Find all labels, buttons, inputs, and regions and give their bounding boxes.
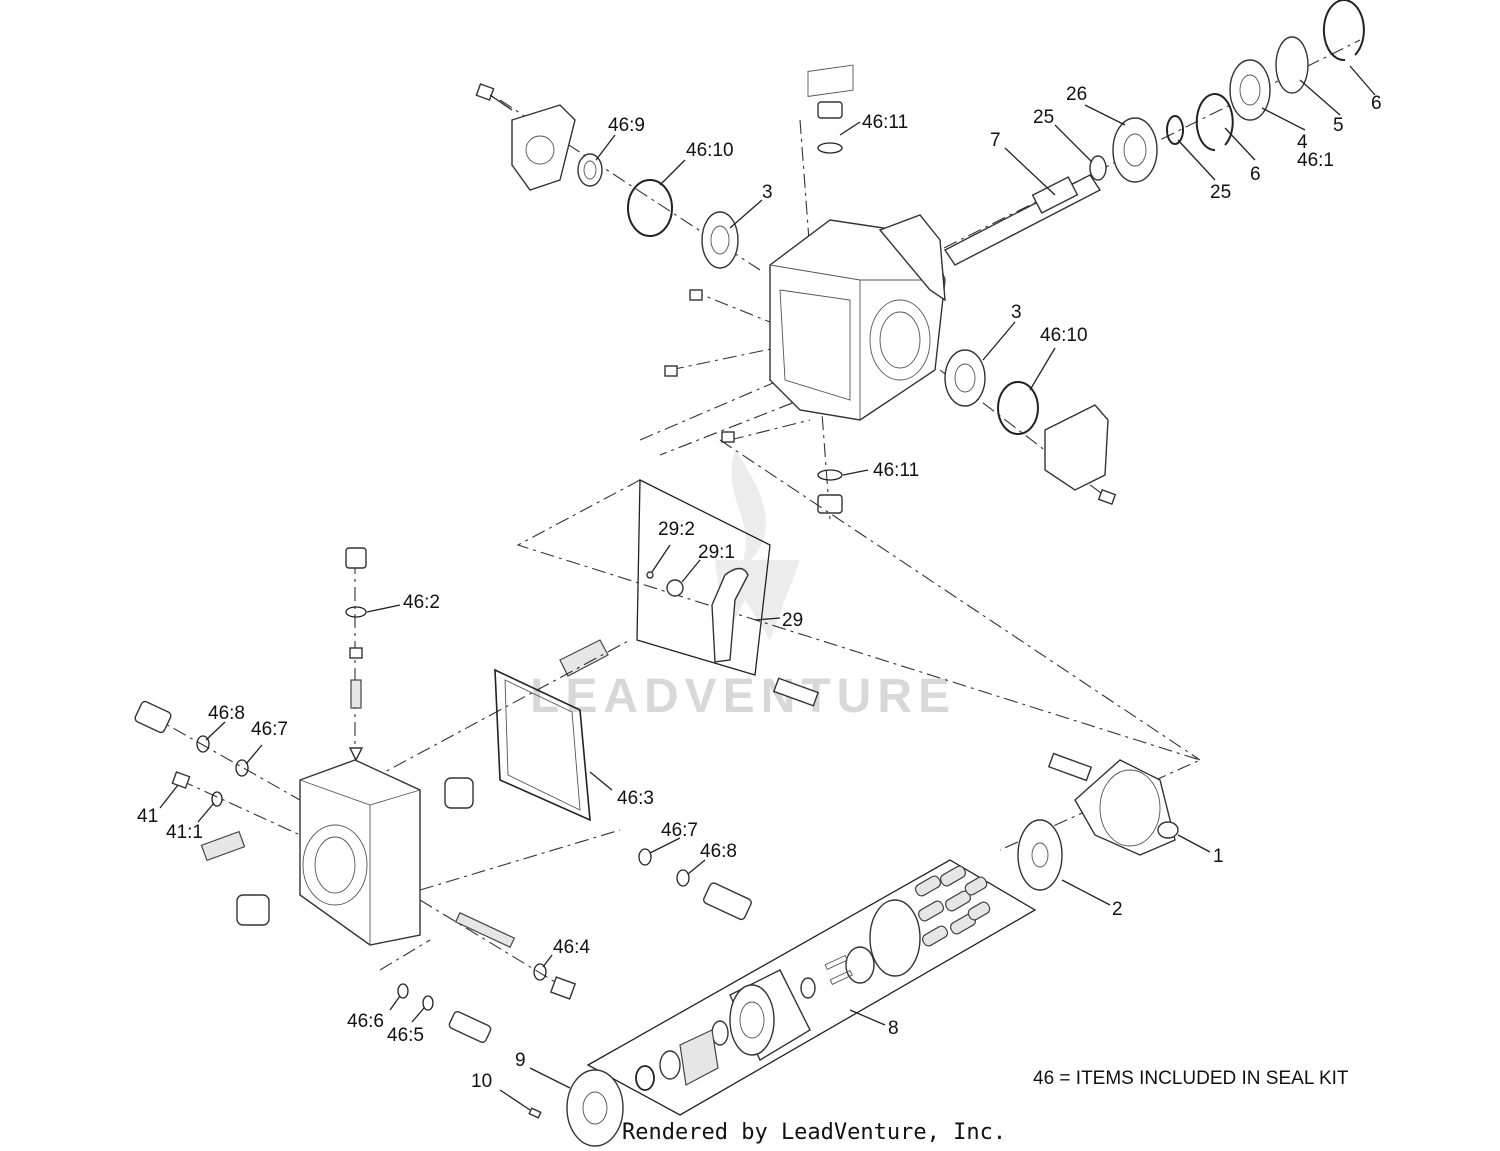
callout-46-11-low: 46:11	[873, 460, 919, 481]
callout-29-1: 29:1	[698, 542, 735, 563]
callout-41: 41	[137, 806, 158, 827]
callout-46-6: 46:6	[347, 1011, 384, 1032]
callout-46-7-right: 46:7	[661, 820, 698, 841]
rotating-group-outline	[586, 859, 1037, 1116]
callout-46-10-mid: 46:10	[1040, 325, 1088, 346]
rotating-group	[528, 752, 1179, 1147]
callout-1: 1	[1213, 846, 1224, 867]
callout-labels: 46:9 46:10 3 46:11 26 25 7 25 6 4 46:1 5…	[137, 84, 1382, 1092]
callout-29-2: 29:2	[658, 519, 695, 540]
callout-41-1: 41:1	[166, 822, 203, 843]
callout-46-5: 46:5	[387, 1025, 424, 1046]
callout-46-9: 46:9	[608, 115, 645, 136]
callout-46-2: 46:2	[403, 592, 440, 613]
end-cap-assembly	[134, 547, 752, 1043]
callout-3-top: 3	[762, 182, 773, 203]
seal-kit-note: 46 = ITEMS INCLUDED IN SEAL KIT	[1033, 1068, 1349, 1089]
pivot-bracket-outline	[636, 478, 771, 676]
swashplate-assembly	[516, 439, 1202, 851]
top-housing-assembly	[475, 0, 1365, 521]
callout-46-8-right: 46:8	[700, 841, 737, 862]
callout-46-1: 46:1	[1297, 150, 1334, 171]
rendered-by-footer: Rendered by LeadVenture, Inc.	[622, 1120, 1006, 1145]
callout-46-4: 46:4	[553, 937, 590, 958]
callout-46-3: 46:3	[617, 788, 654, 809]
callout-10: 10	[471, 1071, 492, 1092]
callout-46-8-left: 46:8	[208, 703, 245, 724]
watermark: LEADVENTURE	[530, 450, 956, 723]
callout-9: 9	[515, 1050, 526, 1071]
callout-8: 8	[888, 1018, 899, 1039]
callout-46-11-top: 46:11	[862, 112, 908, 133]
callout-6-right: 6	[1371, 93, 1382, 114]
callout-2: 2	[1112, 899, 1123, 920]
callout-7: 7	[990, 130, 1001, 151]
callout-5: 5	[1333, 115, 1344, 136]
callout-26: 26	[1066, 84, 1087, 105]
callout-6-mid: 6	[1250, 164, 1261, 185]
watermark-text: LEADVENTURE	[530, 670, 956, 723]
callout-46-10-top: 46:10	[686, 140, 734, 161]
callout-3-mid: 3	[1011, 302, 1022, 323]
callout-46-7-left: 46:7	[251, 719, 288, 740]
callout-25-top: 25	[1033, 107, 1054, 128]
callout-29: 29	[782, 610, 803, 631]
leader-lines	[159, 65, 1376, 1111]
pistons	[914, 865, 991, 947]
callout-25-low: 25	[1210, 182, 1231, 203]
callout-4: 4	[1297, 132, 1308, 153]
